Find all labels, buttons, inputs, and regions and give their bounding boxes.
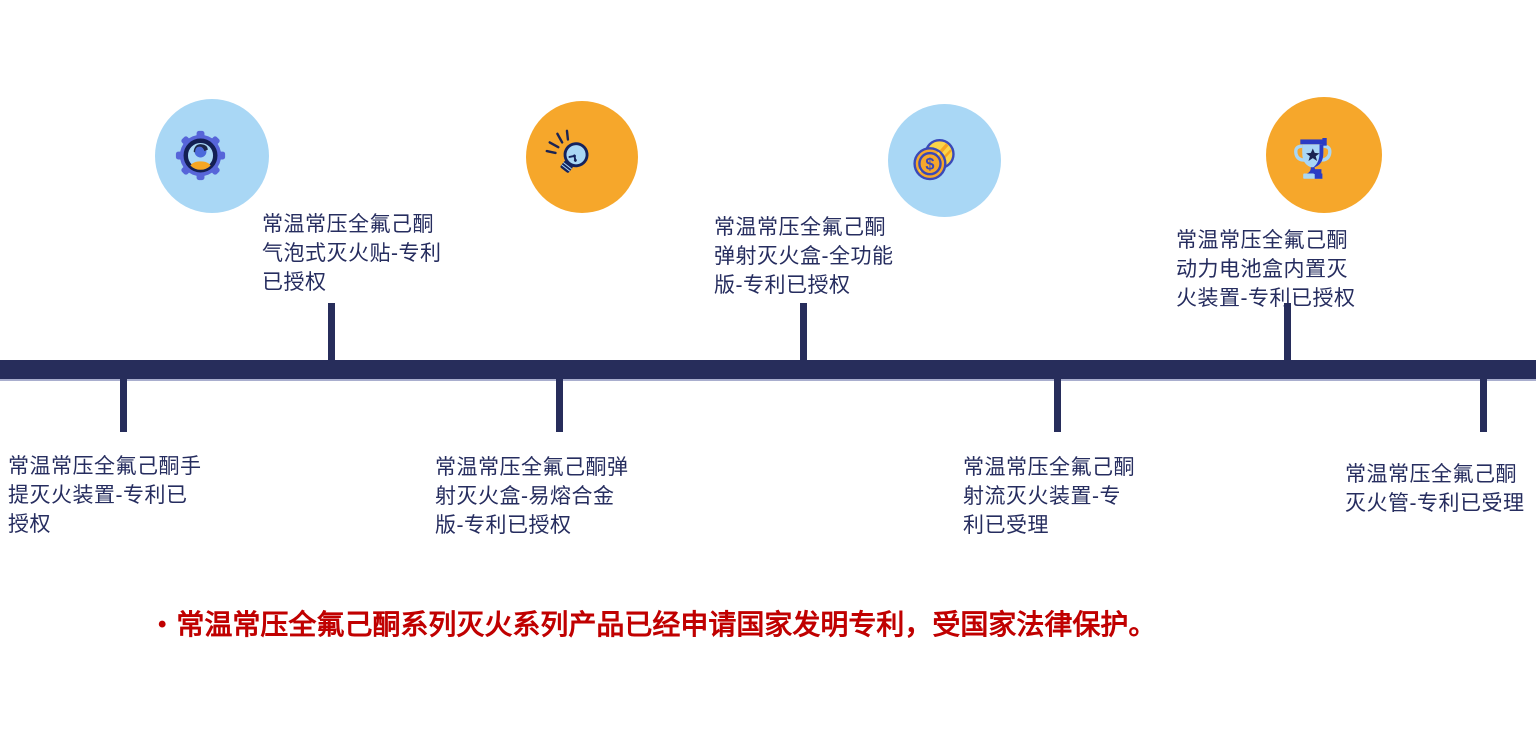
timeline-tick-down <box>1480 379 1487 432</box>
timeline-tick-up <box>328 303 335 361</box>
timeline-tick-down <box>1054 379 1061 432</box>
milestone-badge <box>155 99 269 213</box>
milestone-line: 版-专利已授权 <box>714 274 851 297</box>
milestone-line: 常温常压全氟己酮 <box>262 213 434 236</box>
timeline-bar <box>0 360 1536 381</box>
timeline-tick-down <box>556 379 563 432</box>
gear-user-icon <box>171 126 253 185</box>
milestone-line: 射灭火盒-易熔合金 <box>435 485 615 508</box>
milestone-line: 版-专利已授权 <box>435 514 572 537</box>
note-text: 常温常压全氟己酮系列灭火系列产品已经申请国家发明专利，受国家法律保护。 <box>176 609 1157 640</box>
milestone-line: 气泡式灭火贴-专利 <box>262 242 442 265</box>
milestone-badge: $ <box>888 104 1001 217</box>
note-bullet: • <box>158 611 167 638</box>
milestone-line: 火装置-专利已授权 <box>1176 287 1356 310</box>
milestone-line: 常温常压全氟己酮弹 <box>435 456 629 479</box>
milestone-label-top-3: 常温常压全氟己酮 动力电池盒内置灭 火装置-专利已授权 <box>1176 226 1356 313</box>
trophy-icon <box>1284 126 1364 184</box>
milestone-label-top-1: 常温常压全氟己酮 气泡式灭火贴-专利 已授权 <box>262 210 442 297</box>
milestone-line: 常温常压全氟己酮手 <box>8 455 202 478</box>
milestone-label-top-2: 常温常压全氟己酮 弹射灭火盒-全功能 版-专利已授权 <box>714 213 894 300</box>
milestone-line: 常温常压全氟己酮 <box>1345 463 1517 486</box>
milestone-line: 弹射灭火盒-全功能 <box>714 245 894 268</box>
coins-icon: $ <box>905 132 985 190</box>
svg-text:$: $ <box>925 155 934 173</box>
patent-note: • 常温常压全氟己酮系列灭火系列产品已经申请国家发明专利，受国家法律保护。 <box>158 606 1156 644</box>
milestone-line: 射流灭火装置-专 <box>963 485 1121 508</box>
timeline-tick-up <box>800 303 807 361</box>
milestone-label-bottom-3: 常温常压全氟己酮 射流灭火装置-专 利已受理 <box>963 453 1135 540</box>
milestone-line: 常温常压全氟己酮 <box>963 456 1135 479</box>
milestone-line: 已授权 <box>262 271 327 294</box>
timeline-tick-down <box>120 379 127 432</box>
milestone-label-bottom-1: 常温常压全氟己酮手 提灭火装置-专利已 授权 <box>8 452 202 539</box>
milestone-line: 灭火管-专利已受理 <box>1345 492 1525 515</box>
timeline-tick-up <box>1284 303 1291 361</box>
milestone-line: 常温常压全氟己酮 <box>714 216 886 239</box>
milestone-label-bottom-2: 常温常压全氟己酮弹 射灭火盒-易熔合金 版-专利已授权 <box>435 453 629 540</box>
lightbulb-icon <box>542 128 622 186</box>
milestone-line: 常温常压全氟己酮 <box>1176 229 1348 252</box>
milestone-line: 动力电池盒内置灭 <box>1176 258 1348 281</box>
milestone-badge <box>1266 97 1382 213</box>
milestone-line: 提灭火装置-专利已 <box>8 484 188 507</box>
milestone-line: 授权 <box>8 513 51 536</box>
milestone-line: 利已受理 <box>963 514 1049 537</box>
milestone-label-bottom-4: 常温常压全氟己酮 灭火管-专利已受理 <box>1345 460 1525 518</box>
milestone-badge <box>526 101 638 213</box>
